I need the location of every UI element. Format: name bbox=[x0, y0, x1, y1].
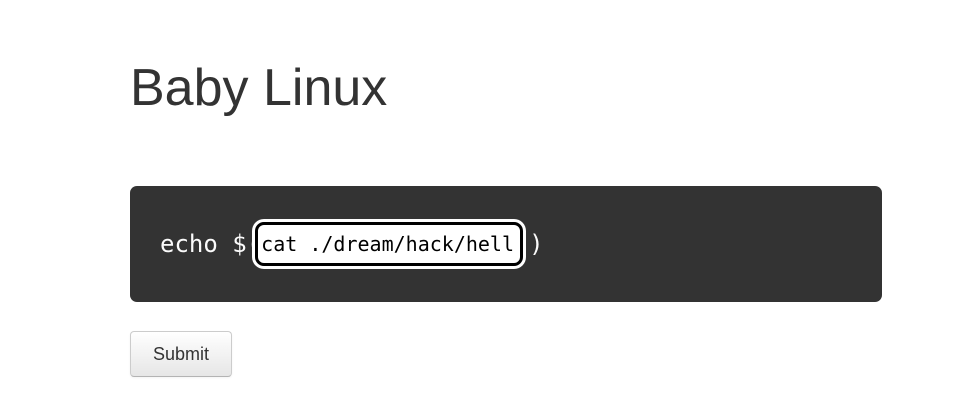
content-container: Baby Linux echo $( ) Submit bbox=[130, 62, 882, 377]
command-suffix: ) bbox=[529, 230, 544, 258]
page: { "page": { "title": "Baby Linux" }, "te… bbox=[0, 62, 974, 411]
command-input[interactable] bbox=[255, 222, 524, 266]
submit-button[interactable]: Submit bbox=[130, 331, 233, 377]
command-prefix: echo $( bbox=[160, 230, 262, 258]
command-box: echo $( ) bbox=[130, 186, 882, 302]
page-title: Baby Linux bbox=[130, 59, 388, 117]
